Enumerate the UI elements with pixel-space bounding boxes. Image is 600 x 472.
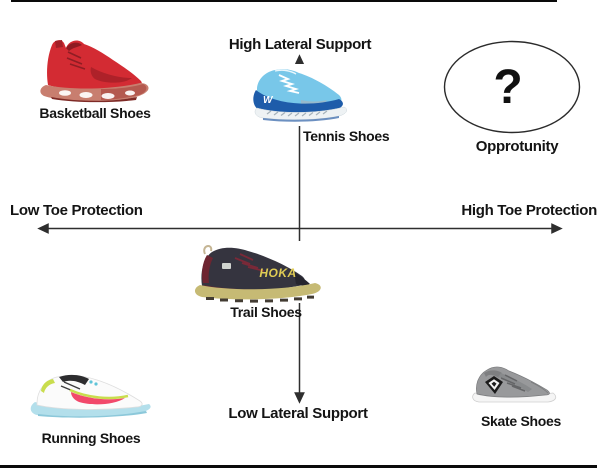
skate-shoes-label: Skate Shoes xyxy=(481,413,561,429)
axis-label-top: High Lateral Support xyxy=(228,36,372,53)
opportunity-ellipse: ? xyxy=(443,40,581,134)
running-shoe-image xyxy=(28,370,162,421)
arrow-right-icon xyxy=(551,223,563,234)
axis-label-left: Low Toe Protection xyxy=(10,202,143,219)
basketball-shoes-label: Basketball Shoes xyxy=(39,105,151,121)
wilson-logo-mark: W xyxy=(263,95,274,106)
tennis-shoe-image: W xyxy=(249,64,357,126)
trail-shoes-label: Trail Shoes xyxy=(230,304,302,320)
trail-shoe-image: HOKA xyxy=(190,241,330,303)
skate-shoe-image xyxy=(468,361,563,409)
axis-label-bottom: Low Lateral Support xyxy=(228,405,368,422)
running-shoes-label: Running Shoes xyxy=(41,430,141,446)
axis-label-right: High Toe Protection xyxy=(461,202,597,219)
ellipse-outline xyxy=(443,40,581,134)
arrow-down-icon xyxy=(294,392,305,404)
opportunity-label: Opprotunity xyxy=(475,138,559,155)
arrow-left-icon xyxy=(37,223,49,234)
top-border-line xyxy=(11,0,557,2)
question-mark-icon: ? xyxy=(493,61,522,114)
tennis-shoes-label: Tennis Shoes xyxy=(303,128,390,144)
bottom-border-line xyxy=(0,465,597,468)
hoka-logo-mark: HOKA xyxy=(259,266,296,280)
basketball-shoe-image xyxy=(35,33,155,105)
